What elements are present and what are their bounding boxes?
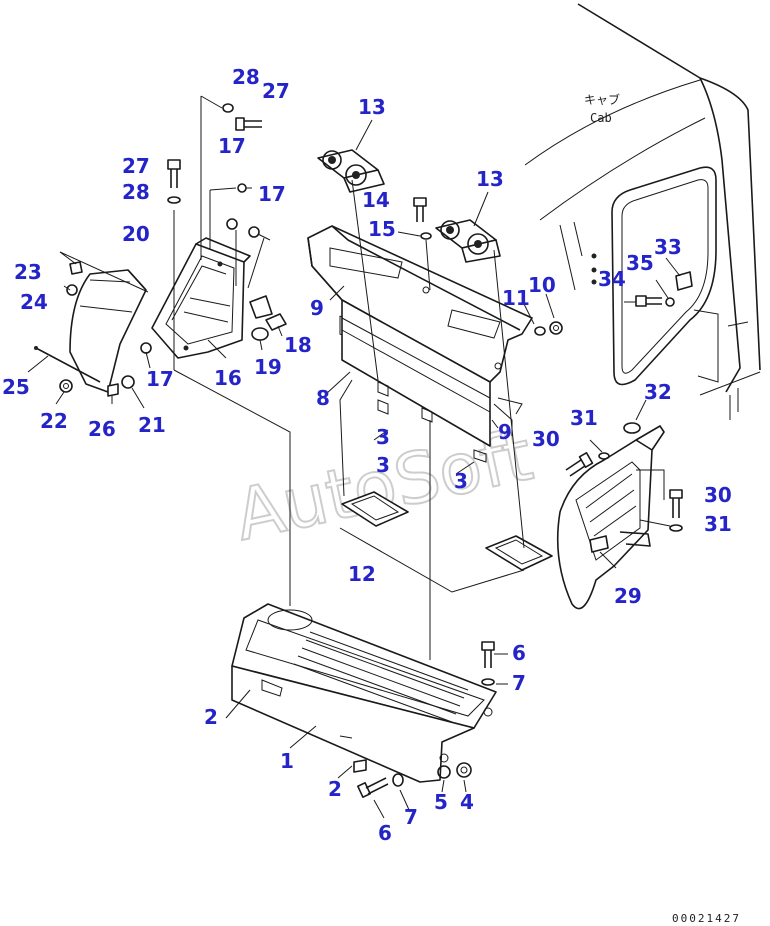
bolt-30-lower (669, 489, 683, 518)
washer-15 (420, 232, 432, 240)
callout-7: 7 (404, 805, 418, 829)
callout-34: 34 (598, 267, 626, 291)
callout-5: 5 (434, 790, 448, 814)
seal-12-right (485, 535, 553, 571)
callout-6: 6 (512, 641, 526, 665)
callout-18: 18 (284, 333, 312, 357)
callout-13: 13 (476, 167, 504, 191)
bolt-27-left (167, 159, 181, 188)
callout-17: 17 (258, 182, 286, 206)
vent-grille (293, 631, 469, 723)
callout-23: 23 (14, 260, 42, 284)
fan-unit-left (317, 149, 385, 193)
rod-25 (35, 347, 101, 383)
callout-9: 9 (498, 420, 512, 444)
washer-11 (534, 326, 546, 336)
seal-12-left (341, 491, 409, 527)
washer-28-left (167, 196, 181, 204)
cover-29 (556, 425, 665, 610)
callout-29: 29 (614, 584, 642, 608)
callout-30: 30 (704, 483, 732, 507)
bracket-16 (151, 237, 273, 359)
washer-21 (121, 375, 135, 389)
callout-35: 35 (626, 251, 654, 275)
grommet-24 (66, 284, 78, 296)
callout-1: 1 (280, 749, 294, 773)
bolt-27-top (235, 117, 262, 131)
leader-lines (27, 95, 681, 819)
washer-7-right (481, 678, 495, 686)
fan-unit-right (435, 219, 501, 263)
callout-14: 14 (362, 188, 390, 212)
washer-7-bottom (392, 773, 404, 787)
callout-8: 8 (316, 386, 330, 410)
bolt-19 (251, 327, 269, 341)
callout-15: 15 (368, 217, 396, 241)
cab-label-jp: キャブ (584, 92, 620, 107)
washer-35 (665, 297, 675, 307)
callout-19: 19 (254, 355, 282, 379)
callout-16: 16 (214, 366, 242, 390)
callout-2: 2 (204, 705, 218, 729)
cab-outline: キャブ Cab (524, 3, 761, 420)
clip-18 (265, 313, 287, 331)
callout-30: 30 (532, 427, 560, 451)
callout-22: 22 (40, 409, 68, 433)
bolt-6-bottom (357, 777, 389, 798)
bolt-14 (413, 197, 427, 222)
callout-28: 28 (232, 65, 260, 89)
callout-25: 25 (2, 375, 30, 399)
callout-17: 17 (146, 367, 174, 391)
callout-27: 27 (262, 79, 290, 103)
callout-28: 28 (122, 180, 150, 204)
callout-17: 17 (218, 134, 246, 158)
callout-33: 33 (654, 235, 682, 259)
callout-10: 10 (528, 273, 556, 297)
nut-22 (59, 379, 73, 393)
callout-7: 7 (512, 671, 526, 695)
cab-label-en: Cab (590, 111, 612, 125)
bolt-6-right (481, 641, 495, 668)
nut-10 (549, 321, 563, 335)
callout-9: 9 (310, 296, 324, 320)
cover-20 (69, 269, 147, 393)
callout-11: 11 (502, 286, 530, 310)
callout-12: 12 (348, 562, 376, 586)
grommet-32 (623, 422, 641, 434)
callout-20: 20 (122, 222, 150, 246)
bolt-17-group (140, 183, 271, 354)
callout-26: 26 (88, 417, 116, 441)
center-panel (307, 225, 533, 463)
callout-31: 31 (704, 512, 732, 536)
base-plate-1 (231, 603, 497, 783)
bolt-31-upper (565, 452, 594, 477)
callout-6: 6 (378, 821, 392, 845)
washer-31-lower (669, 524, 683, 532)
clip-26 (107, 383, 119, 397)
callout-3: 3 (454, 469, 468, 493)
clip-23 (69, 261, 83, 275)
callout-24: 24 (20, 290, 48, 314)
drawing-code: 00021427 (672, 912, 741, 925)
clip-2-bottom (353, 759, 367, 773)
callout-32: 32 (644, 380, 672, 404)
callouts: 28 27 27 28 17 17 17 20 23 24 25 22 26 2… (2, 65, 732, 845)
callout-3: 3 (376, 425, 390, 449)
callout-27: 27 (122, 154, 150, 178)
bracket-33 (675, 271, 693, 291)
callout-21: 21 (138, 413, 166, 437)
bolt-34 (635, 295, 662, 307)
callout-3: 3 (376, 453, 390, 477)
callout-13: 13 (358, 95, 386, 119)
callout-31: 31 (570, 406, 598, 430)
nut-4 (456, 762, 472, 778)
washer-5 (437, 765, 451, 779)
callout-4: 4 (460, 790, 474, 814)
callout-2: 2 (328, 777, 342, 801)
washer-30-upper (598, 452, 610, 460)
washer-28-top (222, 103, 234, 113)
